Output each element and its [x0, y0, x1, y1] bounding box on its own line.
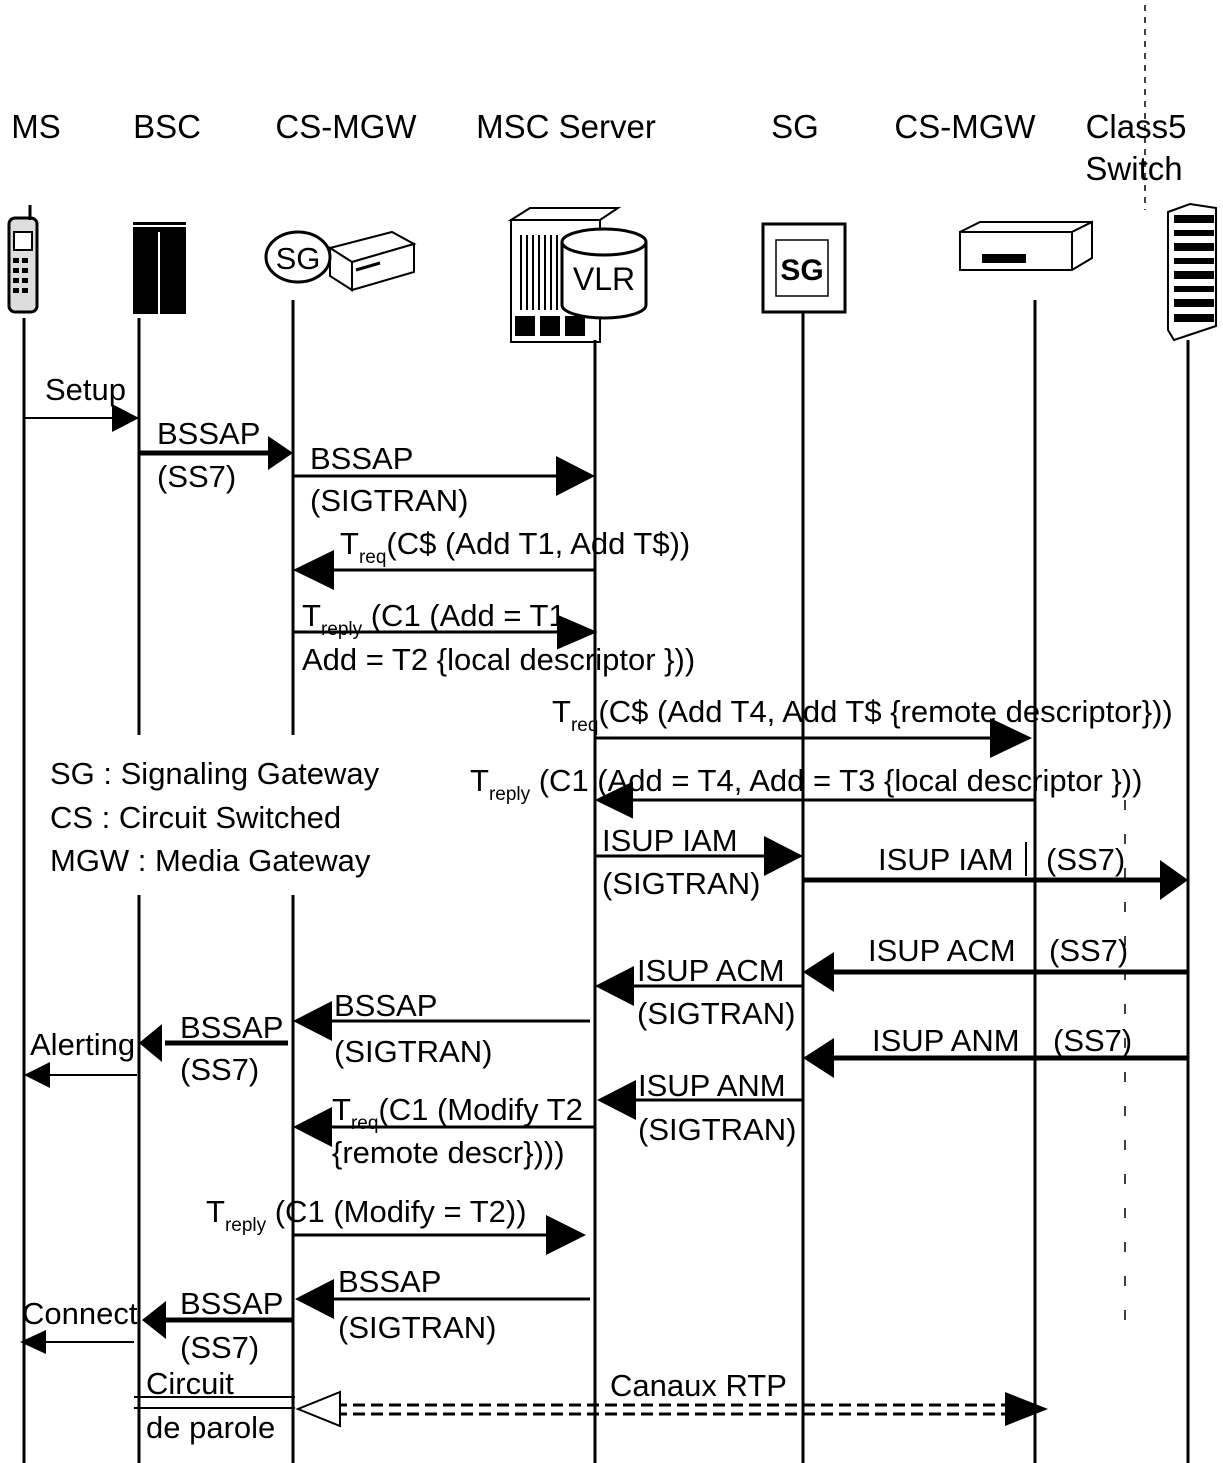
- message-setup: Setup: [24, 372, 139, 432]
- message-isup-acm-sigtran: ISUP ACM (SIGTRAN): [595, 953, 803, 1031]
- message-isup-iam-ss7: ISUP IAM (SS7): [803, 842, 1188, 900]
- signaling-gateway-icon: SG: [763, 224, 845, 312]
- message-treply-add-t1-t2: Treply (C1 (Add = T1, Add = T2 {local de…: [293, 598, 695, 677]
- message-label: (SS7): [1046, 842, 1125, 877]
- message-label: (SIGTRAN): [338, 1310, 496, 1345]
- message-bssap-sigtran-1: BSSAP (SIGTRAN): [293, 441, 595, 518]
- message-label: ISUP ANM: [872, 1023, 1020, 1058]
- message-isup-acm-ss7: ISUP ACM (SS7): [803, 933, 1188, 992]
- message-label: (SIGTRAN): [334, 1034, 492, 1069]
- message-alerting: Alerting: [24, 1027, 137, 1088]
- message-label: (SIGTRAN): [602, 866, 760, 901]
- msc-server-vlr-icon: VLR: [511, 208, 646, 342]
- bsc-cabinet-icon: [133, 222, 186, 314]
- sg-badge-label: SG: [276, 241, 321, 276]
- message-label: (SS7): [157, 459, 236, 494]
- message-label: (SIGTRAN): [638, 1112, 796, 1147]
- message-circuit-de-parole: Circuit de parole: [134, 1366, 295, 1445]
- message-label: (SS7): [180, 1052, 259, 1087]
- message-bssap-ss7-2: BSSAP (SS7): [139, 1010, 288, 1087]
- entity-label-sg: SG: [771, 108, 819, 145]
- message-isup-anm-ss7: ISUP ANM (SS7): [803, 1020, 1188, 1078]
- message-label: ISUP IAM: [602, 823, 738, 858]
- message-label: Canaux RTP: [610, 1368, 787, 1403]
- message-label: BSSAP: [334, 988, 437, 1023]
- entity-label-csmgw-1: CS-MGW: [275, 108, 417, 145]
- message-treq-add-t4: Treq(C$ (Add T4, Add T$ {remote descript…: [552, 694, 1173, 758]
- message-label: Treply (C1 (Modify = T2)): [206, 1194, 527, 1236]
- message-label: {remote descr}))): [332, 1135, 565, 1170]
- message-treq-modify-t2: Treq(C1 (Modify T2 {remote descr}))): [293, 1092, 595, 1170]
- message-label: Alerting: [30, 1027, 135, 1062]
- message-isup-anm-sigtran: ISUP ANM (SIGTRAN): [597, 1068, 803, 1147]
- vlr-label: VLR: [573, 261, 635, 297]
- message-label: ISUP ACM: [637, 953, 785, 988]
- entity-label-msc-server: MSC Server: [476, 108, 656, 145]
- message-label: Setup: [45, 372, 126, 407]
- message-bssap-sigtran-3: BSSAP (SIGTRAN): [295, 1264, 590, 1345]
- message-label: (SIGTRAN): [637, 996, 795, 1031]
- message-treply-add-t4-t3: Treply (C1 (Add = T4, Add = T3 {local de…: [470, 763, 1142, 817]
- message-treq-add-t1: Treq(C$ (Add T1, Add T$)): [293, 526, 690, 590]
- class5-switch-icon: [1168, 204, 1216, 340]
- message-label: Circuit: [146, 1366, 234, 1401]
- message-canaux-rtp: Canaux RTP: [298, 1368, 1048, 1426]
- entity-label-switch: Switch: [1085, 150, 1182, 187]
- message-isup-iam-sigtran: ISUP IAM (SIGTRAN): [595, 823, 803, 901]
- message-label: Connect: [22, 1296, 138, 1331]
- message-label: de parole: [146, 1410, 275, 1445]
- message-treply-modify-t2: Treply (C1 (Modify = T2)): [206, 1194, 586, 1255]
- sg-box-label: SG: [780, 254, 823, 287]
- message-connect: Connect: [20, 1296, 138, 1354]
- message-label: ISUP ACM: [868, 933, 1016, 968]
- entity-label-class5: Class5: [1086, 108, 1187, 145]
- message-label: ISUP IAM: [878, 842, 1014, 877]
- message-bssap-sigtran-2: BSSAP (SIGTRAN): [293, 988, 590, 1069]
- message-label: BSSAP: [338, 1264, 441, 1299]
- message-label: BSSAP: [180, 1286, 283, 1321]
- message-label: Treq(C$ (Add T1, Add T$)): [340, 526, 690, 568]
- message-bssap-ss7-1: BSSAP (SS7): [139, 416, 293, 494]
- message-label: (SS7): [1049, 933, 1128, 968]
- message-label: (SIGTRAN): [310, 483, 468, 518]
- legend-mgw: MGW : Media Gateway: [50, 843, 371, 878]
- message-label: BSSAP: [180, 1010, 283, 1045]
- message-label: ISUP ANM: [638, 1068, 786, 1103]
- legend-cs: CS : Circuit Switched: [50, 800, 341, 835]
- entity-label-bsc: BSC: [133, 108, 201, 145]
- entity-label-ms: MS: [11, 108, 61, 145]
- message-label: BSSAP: [157, 416, 260, 451]
- entity-label-csmgw-2: CS-MGW: [894, 108, 1036, 145]
- media-gateway-icon: [960, 222, 1092, 270]
- message-label: (SS7): [1053, 1023, 1132, 1058]
- message-label: Add = T2 {local descriptor })): [302, 642, 695, 677]
- message-bssap-ss7-3: BSSAP (SS7): [142, 1286, 293, 1365]
- message-label: Treply (C1 (Add = T1,: [302, 598, 574, 640]
- message-label: Treq(C$ (Add T4, Add T$ {remote descript…: [552, 694, 1173, 736]
- mobile-phone-icon: [9, 205, 37, 312]
- message-label: BSSAP: [310, 441, 413, 476]
- legend-sg: SG : Signaling Gateway: [50, 756, 380, 791]
- message-label: (SS7): [180, 1330, 259, 1365]
- media-gateway-icon: SG: [266, 232, 414, 290]
